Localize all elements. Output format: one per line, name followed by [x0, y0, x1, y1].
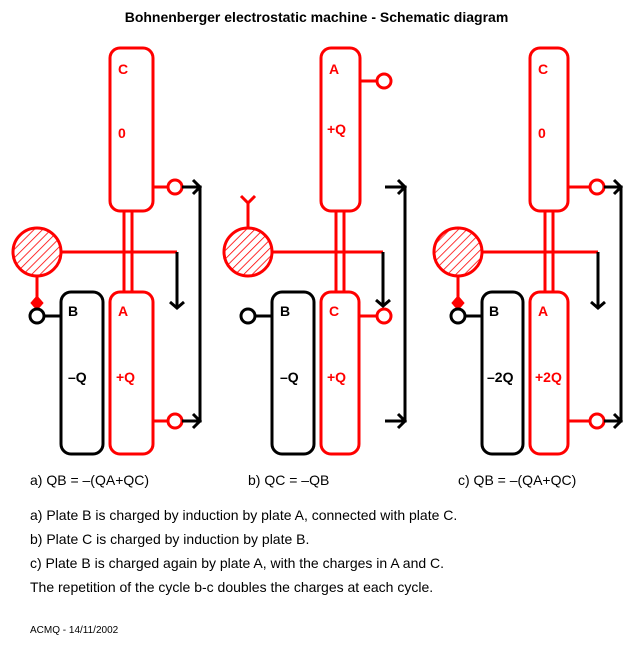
caption-a: a) QB = –(QA+QC) [30, 472, 150, 488]
panel-c-labels: C 0 A +2Q B –2Q [487, 61, 562, 385]
description-line-2: b) Plate C is charged by induction by pl… [30, 531, 310, 547]
terminal-ground-a [28, 307, 46, 325]
description-line-3: c) Plate B is charged again by plate A, … [30, 555, 445, 571]
terminal-bottom-c [588, 412, 606, 430]
sphere-c [432, 226, 484, 278]
plate-left-b-name: B [280, 303, 290, 319]
terminal-top-b [375, 72, 393, 90]
panel-b [222, 46, 408, 456]
signature: ACMQ - 14/11/2002 [30, 625, 119, 636]
plate-left-a-name: B [68, 303, 78, 319]
plate-right-b-name: C [329, 303, 339, 319]
sphere-a [11, 226, 63, 278]
plate-right-c-charge: +2Q [535, 369, 562, 385]
sphere-b [222, 226, 274, 278]
plate-top-b-name: A [329, 61, 339, 77]
plate-top-c-name: C [538, 61, 548, 77]
panel-a-labels: C 0 A +Q B –Q [68, 61, 135, 385]
plate-left-b-charge: –Q [280, 369, 299, 385]
plate-top-b-charge: +Q [327, 121, 346, 137]
plate-left-b [270, 290, 316, 456]
panel-b-labels: A +Q C +Q B –Q [280, 61, 346, 385]
plate-right-b [319, 290, 361, 456]
plate-top-c-charge: 0 [538, 125, 546, 141]
caption-c: c) QB = –(QA+QC) [458, 472, 577, 488]
plate-left-c-name: B [489, 303, 499, 319]
description-line-1: a) Plate B is charged by induction by pl… [30, 507, 458, 523]
plate-top-c [528, 46, 570, 213]
plate-right-c [528, 290, 570, 456]
caption-b: b) QC = –QB [248, 472, 330, 488]
terminal-mid-b [375, 307, 393, 325]
plate-left-a-charge: –Q [68, 369, 87, 385]
panel-a [11, 46, 203, 456]
plate-right-c-name: A [538, 303, 548, 319]
plate-right-b-charge: +Q [327, 369, 346, 385]
plate-top-a-name: C [118, 61, 128, 77]
terminal-bottom-a [166, 412, 184, 430]
plate-left-c [480, 290, 525, 456]
plate-top-b [319, 46, 362, 213]
panel-c [432, 46, 624, 456]
terminal-ground-c [449, 307, 467, 325]
terminal-top-a [166, 178, 184, 196]
terminal-top-c [588, 178, 606, 196]
plate-top-a [108, 46, 155, 213]
plate-left-a [59, 290, 105, 456]
plate-top-a-charge: 0 [118, 125, 126, 141]
terminal-ground-b [239, 307, 257, 325]
plate-left-c-charge: –2Q [487, 369, 514, 385]
plate-right-a [108, 290, 155, 456]
plate-right-a-charge: +Q [116, 369, 135, 385]
plate-right-a-name: A [118, 303, 128, 319]
description-line-4: The repetition of the cycle b-c doubles … [30, 579, 434, 595]
page-title: Bohnenberger electrostatic machine - Sch… [124, 9, 509, 25]
